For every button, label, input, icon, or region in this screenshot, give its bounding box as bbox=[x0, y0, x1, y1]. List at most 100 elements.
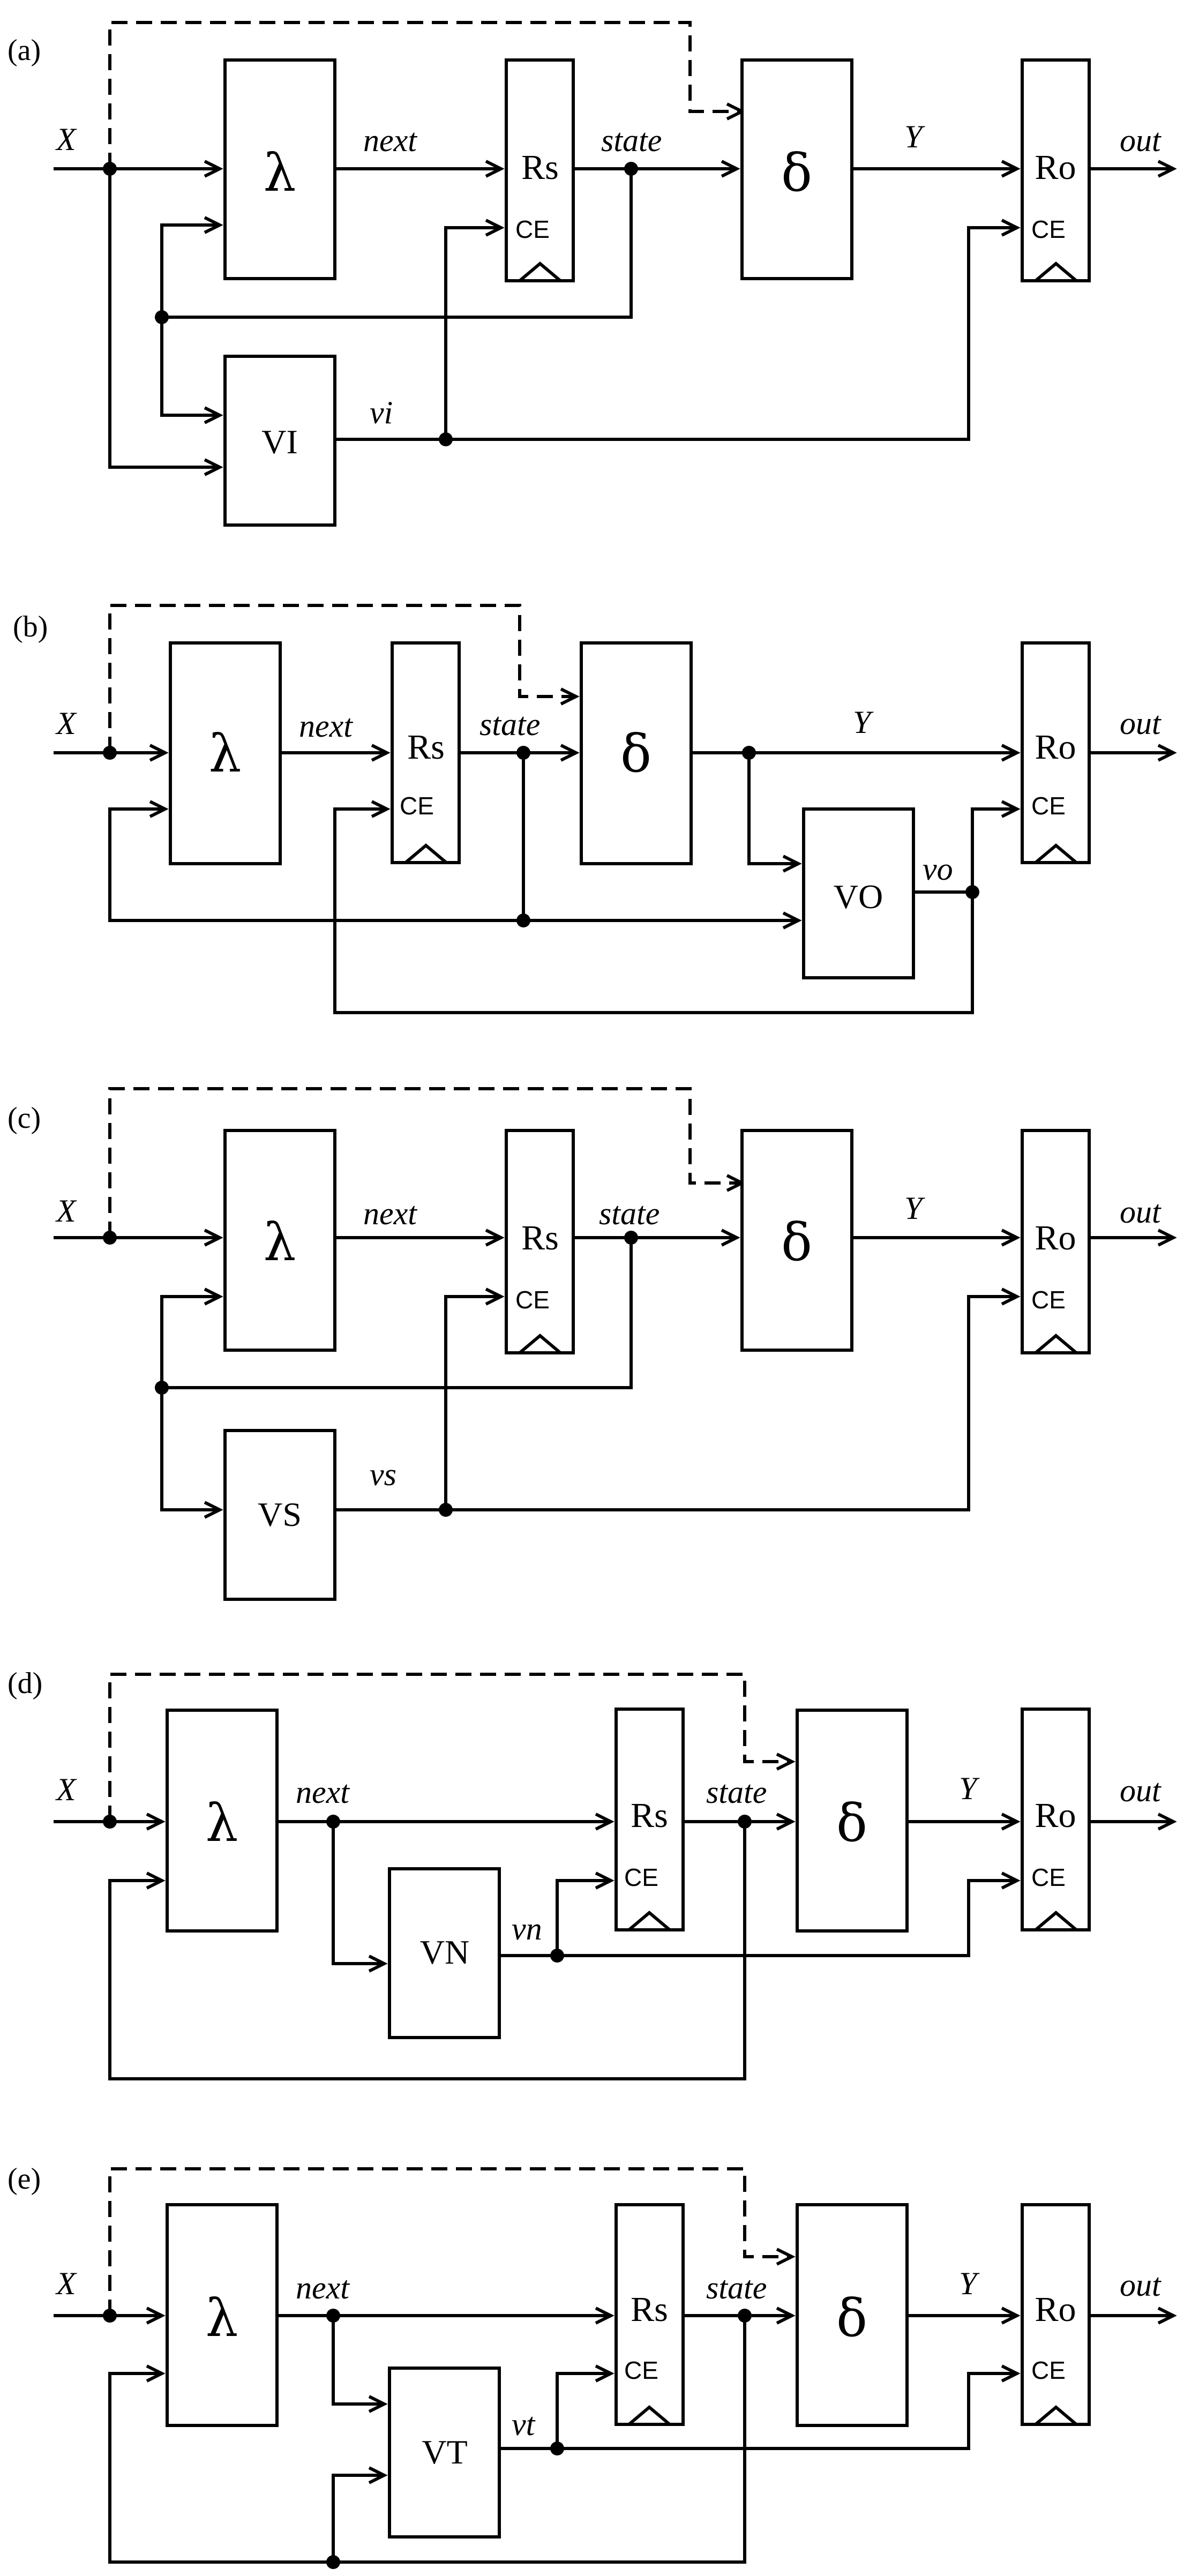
arrowhead bbox=[146, 1871, 166, 1890]
arrowhead bbox=[1157, 744, 1177, 762]
state-label: state bbox=[601, 123, 662, 158]
arrowhead bbox=[782, 855, 802, 873]
arrowhead bbox=[560, 744, 580, 762]
state-label: state bbox=[479, 707, 540, 742]
panel-c: (c) λ Rs CE δ Ro CE VS bbox=[8, 1087, 1177, 1601]
validator-label: VN bbox=[420, 1933, 469, 1971]
wire-valid-to-rs-ce bbox=[556, 2372, 611, 2448]
arrowhead bbox=[368, 1955, 388, 1973]
ro-label: Ro bbox=[1035, 728, 1076, 767]
arrowhead bbox=[1001, 1287, 1021, 1306]
rs-clock-icon bbox=[519, 1334, 561, 1354]
validator-label: VO bbox=[834, 878, 883, 916]
rs-clock-icon bbox=[628, 2405, 671, 2426]
junction-dot bbox=[439, 432, 453, 446]
rs-label: Rs bbox=[407, 728, 445, 767]
arrowhead bbox=[595, 2307, 615, 2325]
input-label: X bbox=[55, 122, 77, 157]
wire-state-to-validator bbox=[332, 2474, 384, 2562]
validator-label: VI bbox=[261, 423, 298, 461]
delta-label: δ bbox=[781, 143, 812, 203]
wire-state-to-validator bbox=[160, 1388, 220, 1511]
arrowhead bbox=[485, 1229, 505, 1247]
arrowhead bbox=[1157, 1813, 1177, 1831]
arrowhead bbox=[1001, 1871, 1021, 1890]
ro-clock-icon bbox=[1035, 261, 1077, 282]
delta-label: δ bbox=[836, 1793, 867, 1853]
arrowhead bbox=[1157, 2307, 1177, 2325]
wire-state-feedback bbox=[108, 1822, 746, 2080]
ro-clock-icon bbox=[1035, 2405, 1077, 2426]
rs-label: Rs bbox=[631, 1796, 668, 1835]
rs-clock-icon bbox=[519, 261, 561, 282]
arrowhead bbox=[1001, 1813, 1021, 1831]
dashed-arrowhead bbox=[726, 102, 746, 121]
next-label: next bbox=[363, 1196, 417, 1231]
next-label: next bbox=[296, 1774, 350, 1810]
junction-dot bbox=[742, 746, 756, 760]
ro-ce-label: CE bbox=[1031, 2356, 1066, 2384]
rs-ce-label: CE bbox=[624, 2356, 658, 2384]
arrowhead bbox=[146, 2364, 166, 2383]
delta-label: δ bbox=[781, 1212, 812, 1272]
arrowhead bbox=[204, 458, 223, 476]
delta-block bbox=[740, 1129, 853, 1352]
out-label: out bbox=[1120, 123, 1161, 158]
lambda-block bbox=[166, 2203, 279, 2427]
arrowhead bbox=[721, 1229, 740, 1247]
validator-label: VT bbox=[422, 2433, 467, 2471]
valid-label: vt bbox=[512, 2407, 536, 2442]
rs-register bbox=[505, 58, 575, 282]
panel-label: (b) bbox=[13, 610, 48, 643]
arrowhead bbox=[368, 2466, 388, 2484]
ro-register bbox=[1021, 1129, 1091, 1354]
wire-x-to-validator bbox=[108, 169, 220, 469]
wire-state-to-validator bbox=[160, 317, 220, 417]
junction-dot bbox=[103, 746, 117, 760]
wire-next-to-validator bbox=[332, 2316, 384, 2406]
arrowhead bbox=[595, 1871, 615, 1890]
junction-dot bbox=[103, 2309, 117, 2323]
junction-dot bbox=[155, 310, 169, 324]
rs-register bbox=[615, 2203, 685, 2426]
junction-dot bbox=[326, 2555, 340, 2569]
arrowhead bbox=[146, 1813, 166, 1831]
dashed-arrowhead bbox=[560, 687, 580, 706]
ro-ce-label: CE bbox=[1031, 1863, 1066, 1891]
panel-label: (a) bbox=[8, 34, 41, 67]
arrowhead bbox=[776, 1813, 796, 1831]
ro-ce-label: CE bbox=[1031, 1286, 1066, 1314]
validator-block bbox=[223, 1429, 336, 1601]
arrowhead bbox=[1001, 744, 1021, 762]
out-label: out bbox=[1120, 2267, 1161, 2303]
out-label: out bbox=[1120, 1194, 1161, 1230]
panel-b: (b) λ Rs CE δ Ro CE VO bbox=[13, 604, 1177, 1014]
ro-ce-label: CE bbox=[1031, 215, 1066, 243]
delta-label: δ bbox=[836, 2288, 867, 2348]
junction-dot bbox=[326, 1815, 340, 1829]
rs-ce-label: CE bbox=[515, 215, 550, 243]
junction-dot bbox=[738, 2309, 752, 2323]
arrowhead bbox=[371, 800, 391, 818]
rs-ce-label: CE bbox=[515, 1286, 550, 1314]
junction-dot bbox=[103, 162, 117, 176]
input-label: X bbox=[55, 2266, 77, 2301]
dashed-path bbox=[108, 604, 576, 753]
arrowhead bbox=[485, 1287, 505, 1306]
validator-block bbox=[388, 2367, 501, 2538]
y-label: Y bbox=[959, 2266, 980, 2301]
ro-clock-icon bbox=[1035, 843, 1077, 864]
rs-ce-label: CE bbox=[624, 1863, 658, 1891]
rs-register bbox=[505, 1129, 575, 1354]
input-label: X bbox=[55, 1772, 77, 1807]
next-label: next bbox=[299, 708, 353, 744]
input-label: X bbox=[55, 706, 77, 741]
lambda-label: λ bbox=[206, 1793, 238, 1853]
junction-dot bbox=[624, 1231, 638, 1245]
wire-state-feedback bbox=[108, 807, 523, 922]
wire-valid-to-rs-ce bbox=[444, 1295, 501, 1510]
lambda-label: λ bbox=[264, 143, 296, 203]
delta-block bbox=[796, 1709, 909, 1933]
validator-block bbox=[388, 1867, 501, 2039]
ro-label: Ro bbox=[1035, 148, 1076, 187]
